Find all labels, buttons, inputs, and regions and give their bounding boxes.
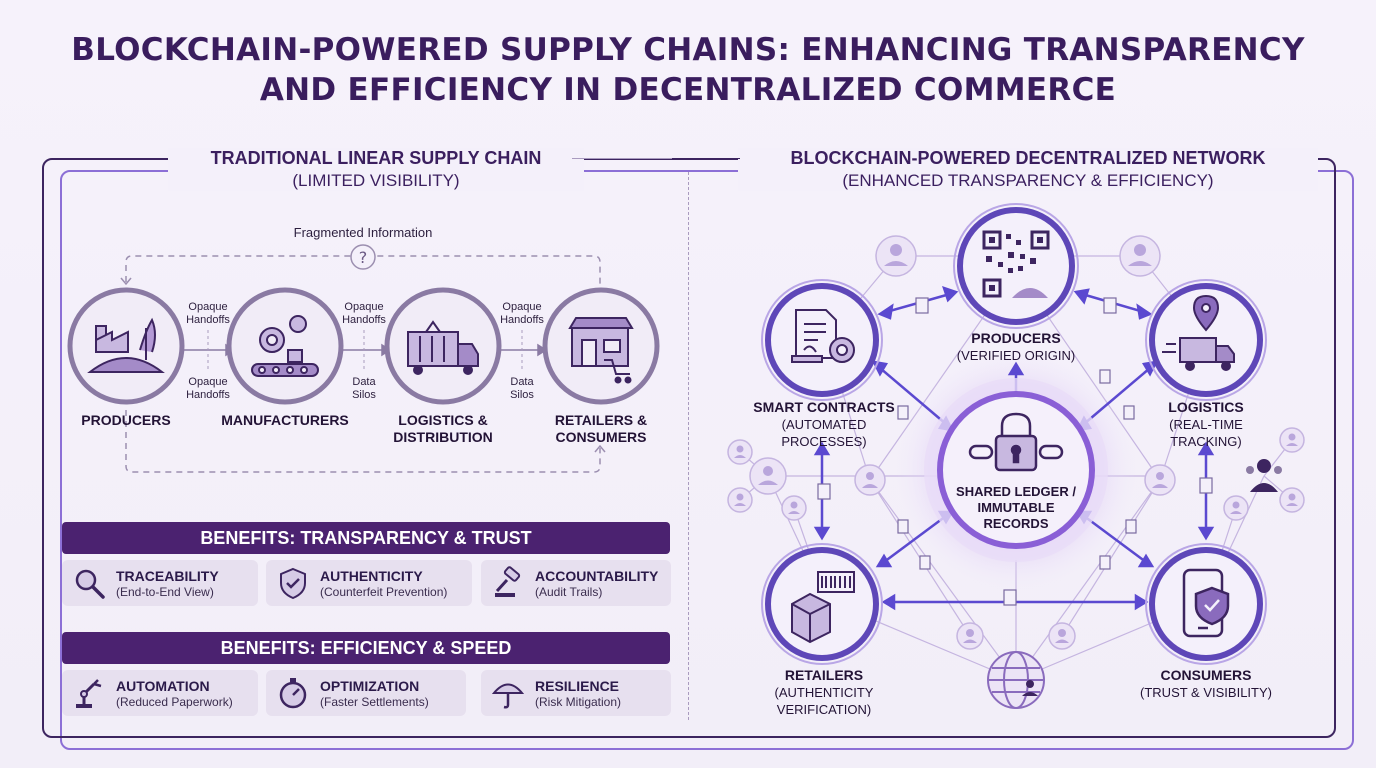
page-title: BLOCKCHAIN-POWERED SUPPLY CHAINS: ENHANC…: [0, 30, 1376, 110]
network-heading-sub: (ENHANCED TRANSPARENCY & EFFICIENCY): [842, 171, 1214, 190]
factory-icon: [87, 317, 165, 373]
main-frame: [42, 158, 1336, 738]
fragmented-info-label: Fragmented Information: [293, 225, 433, 240]
traditional-heading: TRADITIONAL LINEAR SUPPLY CHAIN (LIMITED…: [168, 148, 584, 191]
gavel-icon: [495, 566, 521, 597]
shield-check-icon: [280, 567, 306, 600]
title-line-1: BLOCKCHAIN-POWERED SUPPLY CHAINS: ENHANC…: [71, 32, 1305, 68]
benefit-card-automation: AUTOMATION(Reduced Paperwork): [62, 670, 258, 716]
fragmented-loop: [125, 255, 601, 473]
benefits-trust-banner: BENEFITS: TRANSPARENCY & TRUST: [62, 522, 670, 554]
store-icon: [568, 317, 634, 384]
globe-person-icon: [1022, 680, 1038, 696]
benefit-title: TRACEABILITY: [116, 568, 219, 584]
lock-chain-icon: [968, 412, 1064, 472]
benefit-card-resilience: RESILIENCE(Risk Mitigation): [481, 670, 671, 716]
benefit-card-traceability: TRACEABILITY(End-to-End View): [62, 560, 258, 606]
benefit-title: AUTHENTICITY: [320, 568, 423, 584]
benefit-sub: (End-to-End View): [116, 585, 214, 599]
conveyor-icon: [251, 315, 319, 377]
heading-rule-left: [572, 158, 672, 159]
benefit-card-authenticity: AUTHENTICITY(Counterfeit Prevention): [266, 560, 472, 606]
contract-gear-icon: [791, 309, 855, 363]
title-line-2: AND EFFICIENCY IN DECENTRALIZED COMMERCE: [259, 72, 1117, 108]
trad-node-manufacturers-label: MANUFACTURERS: [221, 412, 349, 428]
user-group-icon: [1246, 459, 1282, 492]
network-heading-title: BLOCKCHAIN-POWERED DECENTRALIZED NETWORK: [790, 148, 1266, 168]
barcode-box-icon: [791, 571, 855, 644]
stopwatch-icon: [279, 678, 307, 709]
network-consumers-label: CONSUMERS(TRUST & VISIBILITY): [1140, 667, 1272, 700]
heading-rule-right: [704, 158, 740, 159]
trad-node-logistics-label: LOGISTICS &DISTRIBUTION: [393, 412, 493, 445]
svg-text:?: ?: [359, 248, 368, 267]
benefit-sub: (Audit Trails): [535, 585, 603, 599]
document-icons: [817, 297, 1213, 606]
trad-node-producers-label: PRODUCERS: [81, 412, 171, 428]
benefit-sub: (Counterfeit Prevention): [320, 585, 448, 599]
truck-icon: [407, 320, 479, 375]
benefit-title: RESILIENCE: [535, 678, 620, 694]
benefit-card-optimization: OPTIMIZATION(Faster Settlements): [266, 670, 466, 716]
network-producers-label: PRODUCERS(VERIFIED ORIGIN): [956, 330, 1076, 363]
benefit-title: OPTIMIZATION: [320, 678, 420, 694]
umbrella-icon: [491, 683, 525, 709]
peer-person-glyphs: [734, 244, 1298, 643]
magnifier-icon: [75, 569, 105, 599]
robot-arm-icon: [76, 679, 102, 708]
qr-code-icon: [982, 230, 1050, 298]
benefit-sub: (Risk Mitigation): [535, 695, 622, 709]
globe-icon: [987, 651, 1045, 709]
phone-shield-icon: [1182, 568, 1230, 638]
benefit-title: AUTOMATION: [116, 678, 210, 694]
section-divider: [688, 172, 689, 720]
question-icon: ?: [350, 244, 376, 270]
frame-shadow: [60, 170, 1354, 750]
benefit-title: ACCOUNTABILITY: [535, 568, 659, 584]
benefit-sub: (Faster Settlements): [320, 695, 429, 709]
trad-node-retailers-label: RETAILERS &CONSUMERS: [554, 412, 648, 445]
benefits-efficiency-banner: BENEFITS: EFFICIENCY & SPEED: [62, 632, 670, 664]
traditional-heading-title: TRADITIONAL LINEAR SUPPLY CHAIN: [210, 148, 542, 168]
network-heading: BLOCKCHAIN-POWERED DECENTRALIZED NETWORK…: [738, 148, 1318, 191]
location-truck-icon: [1162, 294, 1235, 371]
benefit-sub: (Reduced Paperwork): [116, 695, 233, 709]
traditional-heading-sub: (LIMITED VISIBILITY): [292, 171, 460, 190]
benefit-card-accountability: ACCOUNTABILITY(Audit Trails): [481, 560, 671, 606]
network-node-rings: [761, 203, 1267, 665]
